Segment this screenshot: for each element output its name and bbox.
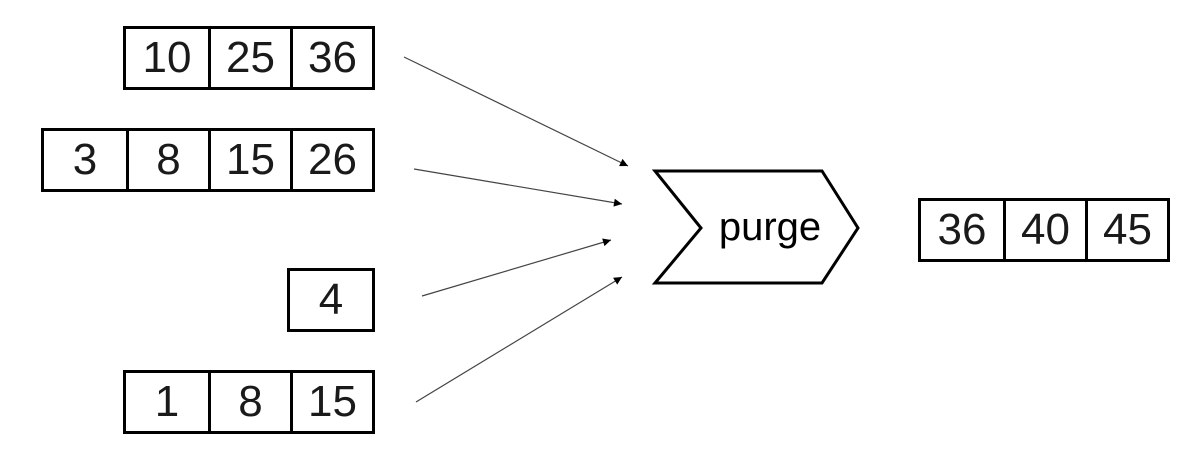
array-cell: 10 [142, 33, 192, 82]
output-array: 36 40 45 [918, 198, 1170, 262]
array-cell: 15 [208, 131, 290, 189]
input-array-2: 3 8 15 26 [41, 128, 375, 192]
array-cell: 4 [318, 275, 344, 324]
array-cell: 26 [290, 131, 372, 189]
purge-label: purge [718, 205, 822, 249]
arrow-input-2 [413, 168, 623, 207]
array-cell: 36 [937, 205, 987, 254]
array-cell: 45 [1085, 201, 1167, 259]
array-cell: 40 [1003, 201, 1085, 259]
array-cell: 1 [154, 377, 180, 426]
arrow-input-4 [415, 276, 623, 403]
arrow-input-3 [421, 238, 612, 297]
purge-chevron-shape [651, 169, 860, 285]
input-array-1: 10 25 36 [123, 26, 375, 90]
input-array-4: 1 8 15 [123, 370, 375, 434]
array-cell: 8 [126, 131, 208, 189]
array-cell: 15 [290, 373, 372, 431]
input-array-3: 4 [287, 268, 375, 332]
arrow-input-1 [403, 56, 629, 167]
array-cell: 36 [290, 29, 372, 87]
array-cell: 3 [72, 135, 98, 184]
array-cell: 8 [208, 373, 290, 431]
array-cell: 25 [208, 29, 290, 87]
